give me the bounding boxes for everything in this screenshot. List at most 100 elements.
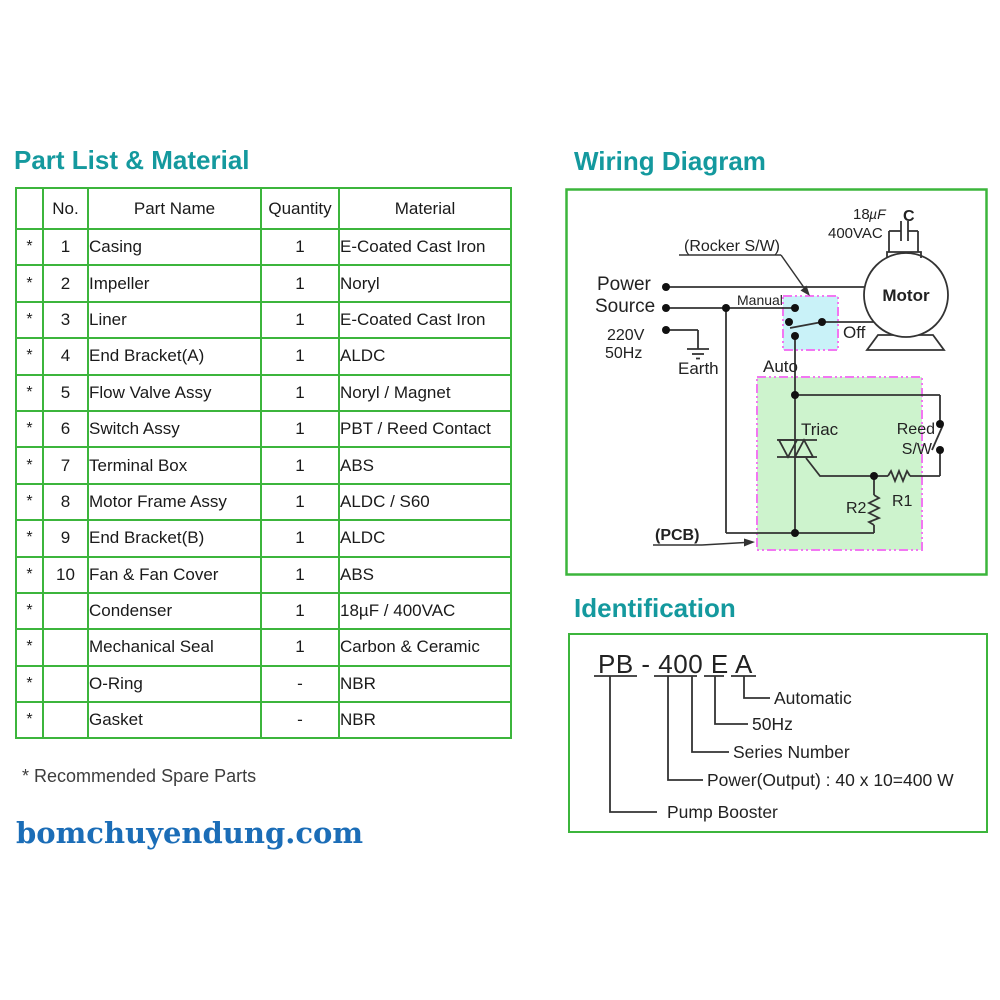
cell-part-name: End Bracket(A) <box>87 337 262 376</box>
cell-quantity: - <box>260 664 340 704</box>
cell-part-name: Impeller <box>87 264 262 303</box>
cell-part-name: Casing <box>87 227 262 267</box>
cell-no <box>42 664 89 704</box>
header-part-name: Part Name <box>87 187 262 230</box>
cell-material: E-Coated Cast Iron <box>338 227 512 267</box>
cap-name-label: C <box>903 208 915 225</box>
cell-material: ALDC / S60 <box>338 482 512 522</box>
cell-no: 5 <box>42 373 89 412</box>
cell-quantity: 1 <box>260 227 340 267</box>
identification-tree-lines <box>594 675 770 813</box>
reed-switch <box>931 424 944 451</box>
cell-part-name: Fan & Fan Cover <box>87 555 262 594</box>
reed-label-2: S/W <box>902 441 933 458</box>
resistor-r1 <box>887 468 911 484</box>
cell-star: * <box>15 664 44 704</box>
cell-star: * <box>15 227 44 267</box>
triac-label: Triac <box>801 420 839 439</box>
model-code: PB - 400 E A <box>598 649 753 679</box>
resistor-r2 <box>866 494 882 526</box>
cell-part-name: Terminal Box <box>87 446 262 485</box>
cell-quantity: 1 <box>260 409 340 449</box>
spare-parts-note: * Recommended Spare Parts <box>22 766 257 786</box>
automatic-label: Automatic <box>774 688 852 708</box>
earth-label: Earth <box>678 359 719 378</box>
hz-label: 50Hz <box>752 714 793 734</box>
cell-quantity: 1 <box>260 591 340 631</box>
identification-heading: Identification <box>574 593 736 623</box>
capacitor-symbol <box>886 221 922 258</box>
cell-no: 4 <box>42 337 89 376</box>
table-header-row: No. Part Name Quantity Material <box>15 187 512 230</box>
cell-star: * <box>15 482 44 522</box>
off-label: Off <box>843 323 866 342</box>
cell-part-name: O-Ring <box>87 664 262 704</box>
cell-material: Noryl <box>338 264 512 303</box>
cell-quantity: 1 <box>260 555 340 594</box>
cell-no: 9 <box>42 519 89 558</box>
part-list-heading: Part List & Material <box>14 145 250 175</box>
cell-material: NBR <box>338 664 512 704</box>
cell-quantity: - <box>260 701 340 740</box>
cell-quantity: 1 <box>260 337 340 376</box>
cell-star: * <box>15 446 44 485</box>
cell-star: * <box>15 628 44 667</box>
cell-material: ABS <box>338 555 512 594</box>
cap-value-label: 18 <box>853 206 870 223</box>
r1-label: R1 <box>892 493 913 510</box>
motor-label: Motor <box>882 286 930 305</box>
cell-star: * <box>15 300 44 340</box>
cell-no <box>42 628 89 667</box>
table-row: * O-Ring-NBR <box>15 664 512 704</box>
series-number-label: Series Number <box>733 742 850 762</box>
cell-material: Noryl / Magnet <box>338 373 512 412</box>
reed-label-1: Reed <box>897 421 935 438</box>
header-material: Material <box>338 187 512 230</box>
cell-star: * <box>15 264 44 303</box>
cell-no: 1 <box>42 227 89 267</box>
rocker-sw-label: (Rocker S/W) <box>684 238 780 255</box>
cell-star: * <box>15 701 44 740</box>
wiring-heading: Wiring Diagram <box>574 146 766 176</box>
cell-no <box>42 591 89 631</box>
header-star <box>15 187 44 230</box>
cell-no: 10 <box>42 555 89 594</box>
cell-quantity: 1 <box>260 628 340 667</box>
cell-quantity: 1 <box>260 482 340 522</box>
identification-box: PB - 400 E A Automatic 50Hz Series Numbe… <box>568 633 988 833</box>
auto-label: Auto <box>763 357 798 376</box>
pcb-callout-arrow <box>653 538 755 547</box>
power-output-label: Power(Output) : 40 x 10=400 W <box>707 770 954 790</box>
frequency-label: 50Hz <box>605 345 642 362</box>
cell-part-name: Switch Assy <box>87 409 262 449</box>
cell-quantity: 1 <box>260 264 340 303</box>
cell-star: * <box>15 337 44 376</box>
r2-label: R2 <box>846 500 867 517</box>
cell-material: ALDC <box>338 337 512 376</box>
cell-quantity: 1 <box>260 519 340 558</box>
rocker-callout-arrow <box>679 254 810 296</box>
cell-part-name: Flow Valve Assy <box>87 373 262 412</box>
pcb-box <box>756 376 923 551</box>
cell-star: * <box>15 591 44 631</box>
cell-quantity: 1 <box>260 373 340 412</box>
cell-part-name: Gasket <box>87 701 262 740</box>
triac-symbol <box>777 438 817 459</box>
cell-star: * <box>15 519 44 558</box>
table-row: *Gasket-NBR <box>15 701 512 740</box>
earth-symbol <box>687 348 709 360</box>
header-quantity: Quantity <box>260 187 340 230</box>
cell-quantity: 1 <box>260 446 340 485</box>
